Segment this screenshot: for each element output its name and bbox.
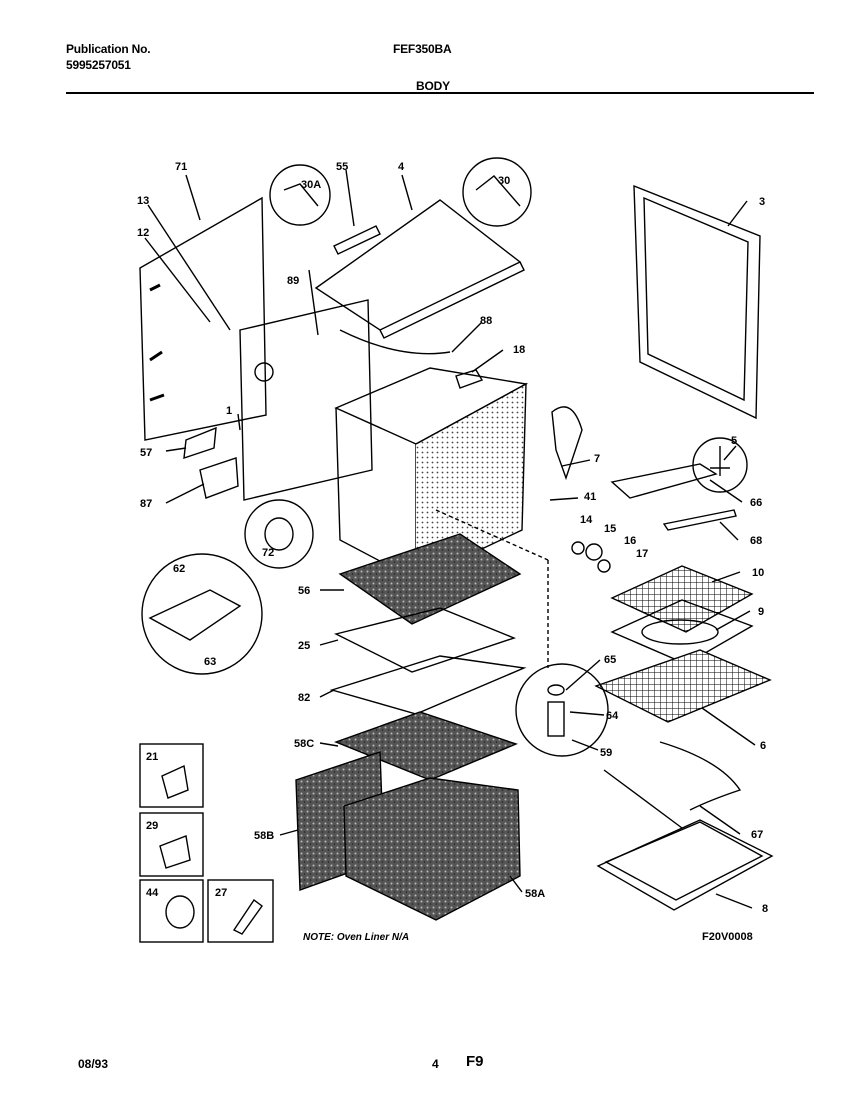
- callout-25: 25: [298, 640, 310, 652]
- callout-12: 12: [137, 227, 149, 239]
- drawer-bottom: [596, 819, 774, 911]
- callout-3: 3: [759, 196, 765, 208]
- detail-27-box: [207, 879, 274, 943]
- insulation-56: [338, 533, 522, 625]
- callout-17: 17: [636, 548, 648, 560]
- callout-68: 68: [750, 535, 762, 547]
- detail-64-circle: [515, 663, 609, 757]
- model-number: FEF350BA: [393, 42, 452, 56]
- callout-30: 30: [498, 175, 510, 187]
- callout-58A: 58A: [525, 888, 545, 900]
- callout-15: 15: [604, 523, 616, 535]
- callout-72: 72: [262, 547, 274, 559]
- bracket-57: [183, 426, 217, 460]
- callout-7: 7: [594, 453, 600, 465]
- callout-62: 62: [173, 563, 185, 575]
- figure-id: F20V0008: [702, 931, 753, 943]
- bracket-87: [199, 457, 239, 499]
- callout-1: 1: [226, 405, 232, 417]
- callout-66: 66: [750, 497, 762, 509]
- callout-5: 5: [731, 435, 737, 447]
- callout-8: 8: [762, 903, 768, 915]
- top-cover: [314, 199, 522, 331]
- detail-30-circle: [462, 157, 532, 227]
- callout-4: 4: [398, 161, 405, 173]
- callout-55: 55: [336, 161, 348, 173]
- callout-56: 56: [298, 585, 310, 597]
- section-title: BODY: [416, 79, 450, 93]
- probe-7: [551, 406, 583, 481]
- insulation-58A: [343, 777, 521, 921]
- broil-pan: [610, 599, 754, 665]
- callout-89: 89: [287, 275, 299, 287]
- header-rule: [66, 92, 814, 94]
- callout-6: 6: [760, 740, 766, 752]
- strip-68: [662, 509, 737, 531]
- detail-62-circle: [141, 553, 263, 675]
- detail-30A-circle: [269, 164, 331, 226]
- wire-67: [659, 741, 742, 811]
- callout-27: 27: [215, 887, 227, 899]
- detail-44-box: [139, 879, 204, 943]
- oven-back-frame: [239, 299, 373, 501]
- bracket-55: [333, 225, 381, 255]
- plate-25: [333, 607, 517, 673]
- callout-67: 67: [751, 829, 763, 841]
- footer-date: 08/93: [78, 1057, 109, 1071]
- footer-page: 4: [432, 1057, 439, 1071]
- callout-87: 87: [140, 498, 152, 510]
- callout-64: 64: [606, 710, 619, 722]
- callout-82: 82: [298, 692, 310, 704]
- broil-grid: [610, 565, 754, 633]
- side-panel: [633, 184, 761, 420]
- footer-code: F9: [466, 1053, 484, 1070]
- callout-58B: 58B: [254, 830, 274, 842]
- wire-88: [339, 329, 451, 355]
- callout-59: 59: [600, 747, 612, 759]
- bake-element: [610, 463, 718, 499]
- part-16: [597, 559, 611, 573]
- detail-21-box: [139, 743, 204, 808]
- callout-14: 14: [580, 514, 593, 526]
- callout-88: 88: [480, 315, 492, 327]
- insulation-58C: [334, 711, 518, 781]
- part-14: [571, 541, 585, 555]
- callout-63: 63: [204, 656, 216, 668]
- callout-65: 65: [604, 654, 616, 666]
- diagram-note: NOTE: Oven Liner N/A: [303, 932, 409, 943]
- detail-5-circle: [692, 437, 748, 493]
- plate-82: [329, 655, 527, 715]
- callout-29: 29: [146, 820, 158, 832]
- publication-number: 5995257051: [66, 58, 131, 72]
- callout-58C: 58C: [294, 738, 314, 750]
- detail-29-box: [139, 812, 204, 877]
- callout-10: 10: [752, 567, 764, 579]
- part-18: [455, 369, 484, 389]
- callout-13: 13: [137, 195, 149, 207]
- rear-panel: [139, 196, 267, 441]
- callout-57: 57: [140, 447, 152, 459]
- detail-72-circle: [244, 499, 314, 569]
- callout-16: 16: [624, 535, 636, 547]
- callout-41: 41: [584, 491, 596, 503]
- publication-label: Publication No.: [66, 42, 151, 56]
- callout-30A: 30A: [301, 179, 321, 191]
- callout-18: 18: [513, 344, 525, 356]
- callout-9: 9: [758, 606, 764, 618]
- callout-44: 44: [146, 887, 159, 899]
- oven-rack: [594, 649, 772, 723]
- callout-21: 21: [146, 751, 158, 763]
- callout-71: 71: [175, 161, 187, 173]
- part-15: [585, 543, 603, 561]
